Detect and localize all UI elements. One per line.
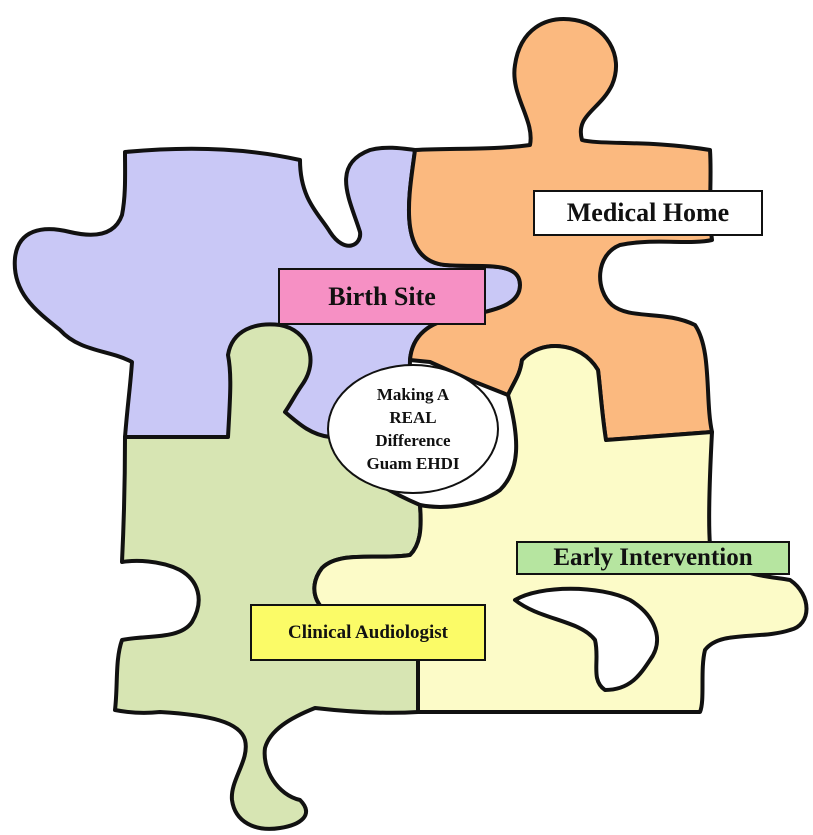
early-intervention-label: Early Intervention — [516, 541, 790, 575]
center-ellipse: Making A REAL Difference Guam EHDI — [327, 364, 499, 494]
medical-home-label: Medical Home — [533, 190, 763, 236]
clinical-audiologist-label: Clinical Audiologist — [250, 604, 486, 661]
center-text-line-1: Making A — [377, 383, 449, 406]
birth-site-label: Birth Site — [278, 268, 486, 325]
center-text-line-3: Difference — [375, 429, 450, 452]
center-text-line-4: Guam EHDI — [366, 452, 459, 475]
center-text-line-2: REAL — [389, 406, 436, 429]
